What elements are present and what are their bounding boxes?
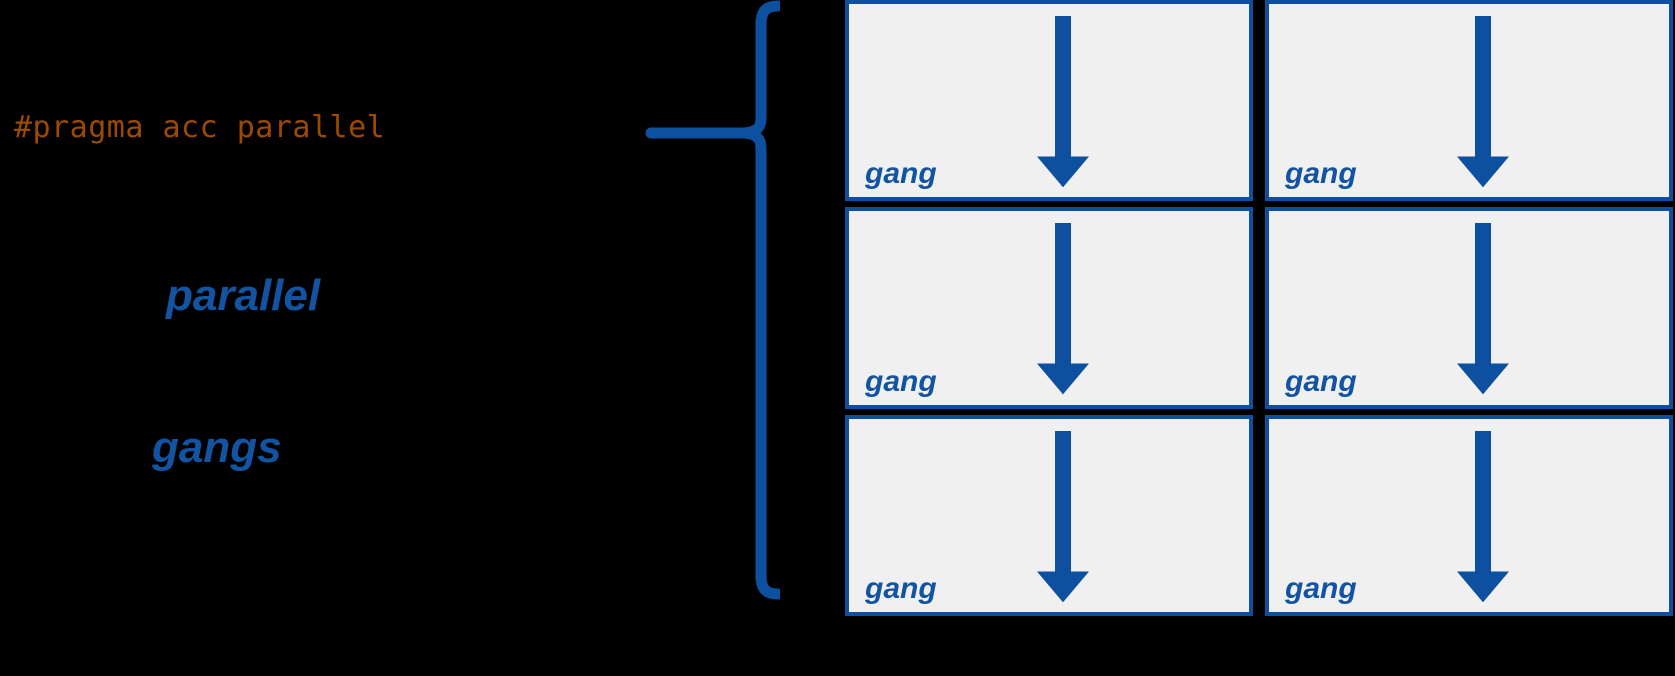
down-arrow-icon: [1453, 223, 1513, 395]
down-arrow-icon: [1453, 430, 1513, 602]
label-parallel: parallel: [166, 271, 321, 320]
gang-grid: gang gang gang: [845, 0, 1673, 616]
gang-cell[interactable]: gang: [845, 207, 1253, 409]
down-arrow-icon: [1033, 430, 1093, 602]
label-gangs: gangs: [152, 423, 282, 472]
down-arrow-icon: [1033, 16, 1093, 188]
left-curly-brace-icon: [640, 0, 780, 620]
gang-label: gang: [865, 571, 937, 605]
pragma-code-text: #pragma acc parallel: [14, 110, 386, 145]
gang-label: gang: [865, 364, 937, 398]
gang-cell[interactable]: gang: [1265, 0, 1673, 202]
gang-label: gang: [1285, 364, 1357, 398]
down-arrow-icon: [1033, 223, 1093, 395]
gang-cell[interactable]: gang: [1265, 207, 1673, 409]
gang-label: gang: [1285, 157, 1357, 191]
gang-label: gang: [865, 157, 937, 191]
gang-label: gang: [1285, 571, 1357, 605]
gang-cell[interactable]: gang: [845, 0, 1253, 202]
gang-cell[interactable]: gang: [845, 414, 1253, 616]
gang-cell[interactable]: gang: [1265, 414, 1673, 616]
down-arrow-icon: [1453, 16, 1513, 188]
